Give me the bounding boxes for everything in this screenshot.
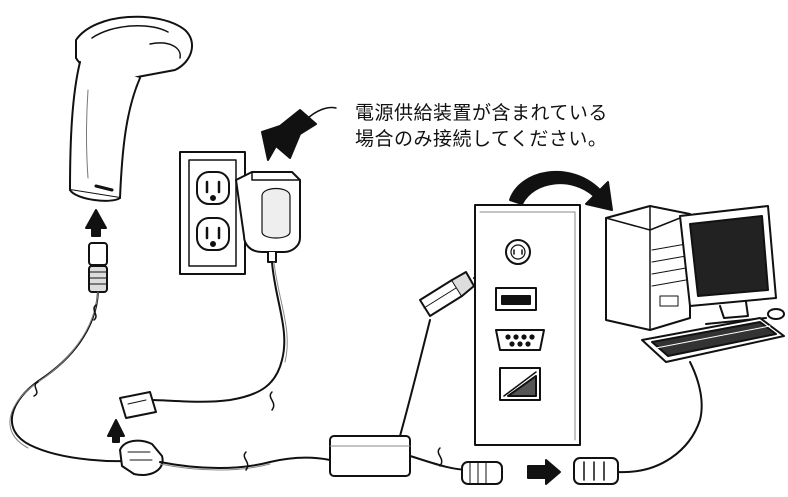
- keyboard-wedge-cable: [399, 319, 431, 437]
- scanner: [69, 15, 194, 202]
- keyboard-cable: [617, 361, 703, 474]
- power-outlet: [179, 151, 246, 275]
- power-adapter: [235, 171, 301, 263]
- note-line-2: 場合のみ接続してください。: [355, 128, 608, 150]
- pc-back-panel: [474, 204, 581, 446]
- arrow-up-small-icon: [107, 419, 125, 443]
- ps2-connector: [419, 271, 475, 317]
- callout-line: [305, 106, 337, 121]
- cable-break-marks: [33, 304, 443, 471]
- scanner-cable: [11, 291, 151, 463]
- arrow-down-icon: [261, 109, 317, 161]
- arrow-right-small-icon: [527, 459, 561, 485]
- female-connector: [573, 457, 619, 485]
- interface-cable: [159, 456, 331, 469]
- male-connector: [461, 461, 503, 485]
- power-cable: [149, 261, 286, 403]
- y-connector: [119, 439, 164, 476]
- note-line-1: 電源供給装置が含まれている: [355, 102, 608, 124]
- rotate-arrow-icon: [509, 170, 613, 211]
- inline-adapter-box: [329, 435, 411, 477]
- callout-note: 電源供給装置が含まれている 場合のみ接続してください。: [355, 100, 608, 152]
- power-plug: [119, 391, 157, 419]
- extension-cable: [409, 455, 471, 471]
- arrow-up-icon: [85, 209, 107, 237]
- scanner-cable-connector: [88, 242, 108, 293]
- desktop-computer: [605, 205, 785, 363]
